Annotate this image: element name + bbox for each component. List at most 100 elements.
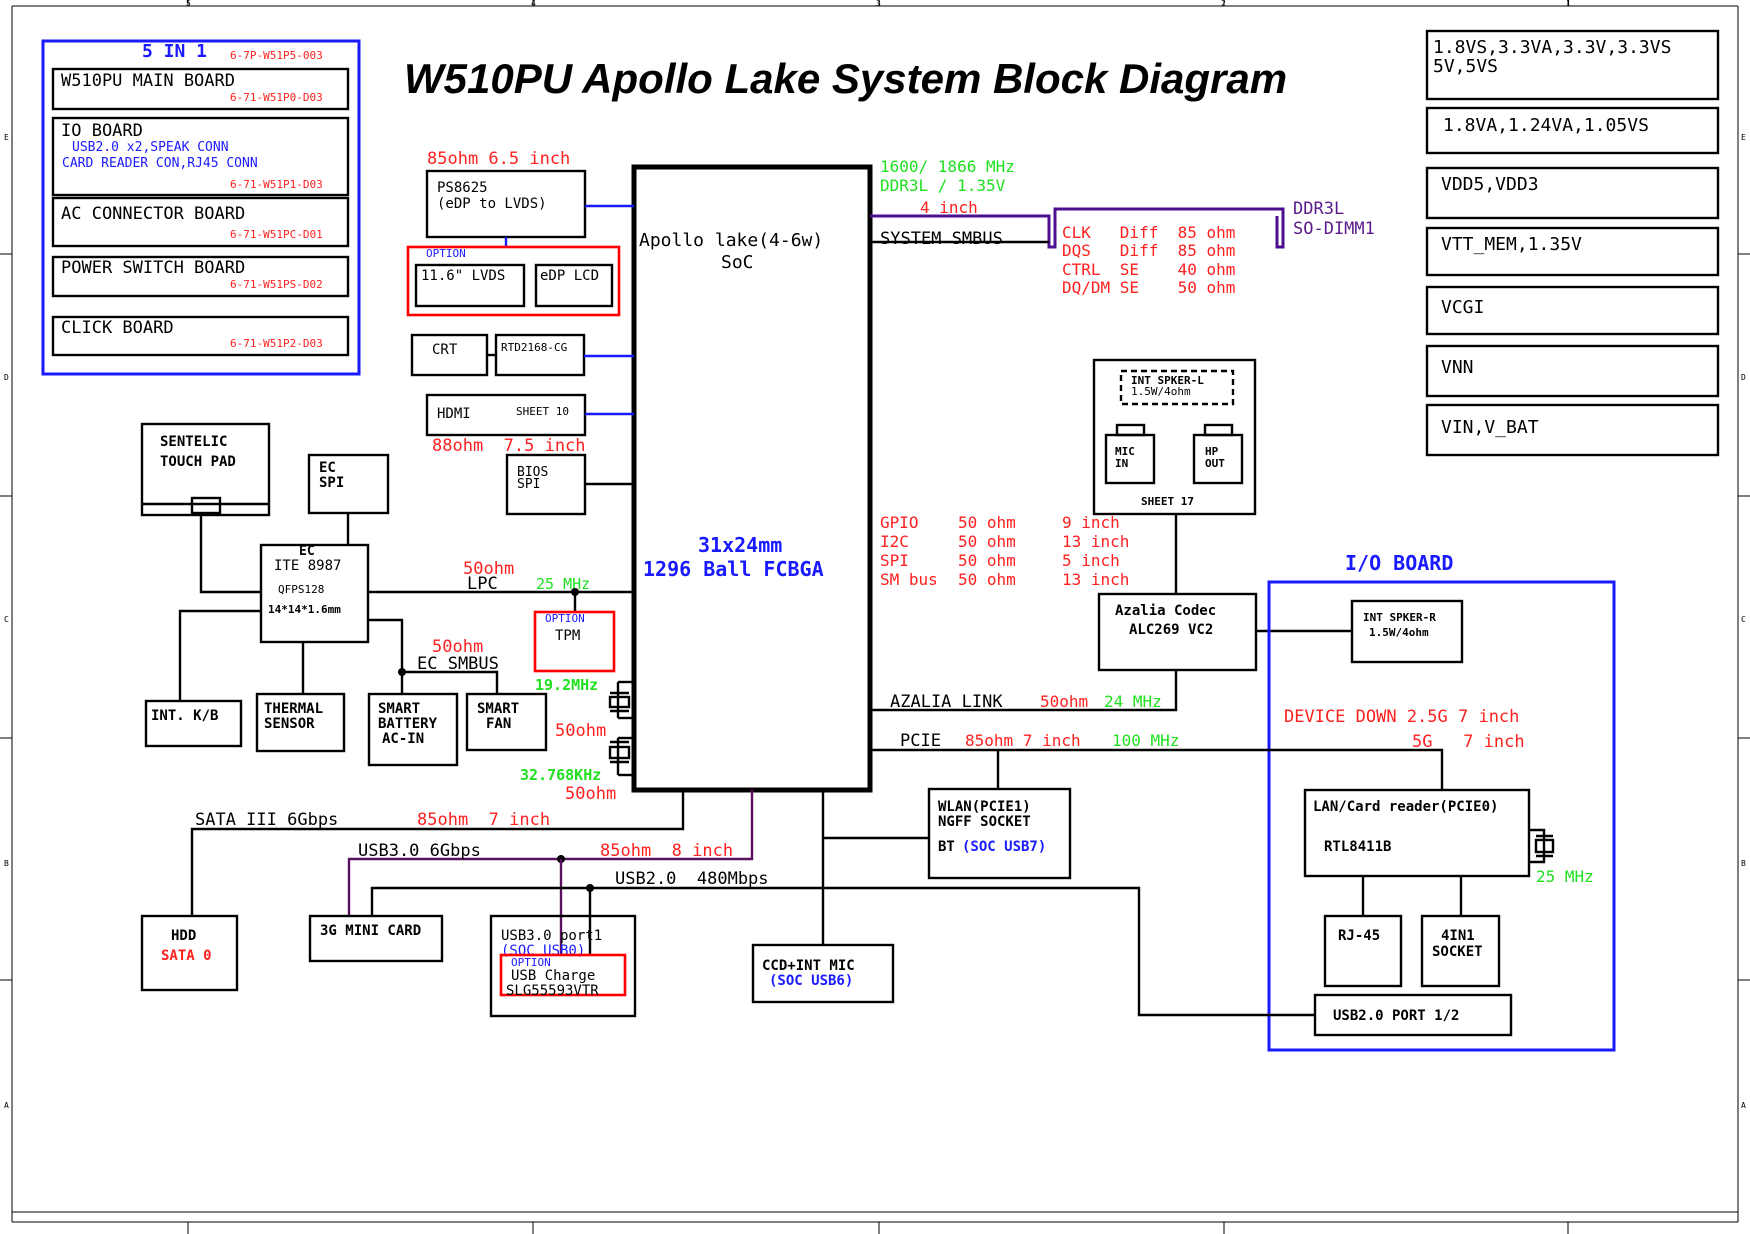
- frame-row-e: E: [4, 133, 9, 142]
- xtal1-impedance: 50ohm: [555, 721, 606, 741]
- card-socket-line2: SOCKET: [1432, 944, 1483, 960]
- gpio-spec-len: 9 inch: [1062, 513, 1120, 532]
- tpm-option: OPTION: [545, 612, 585, 625]
- ddr-length: 4 inch: [920, 198, 978, 217]
- battery-line2: BATTERY: [378, 716, 438, 732]
- battery-line3: AC-IN: [382, 731, 424, 747]
- codec-name: Azalia Codec: [1115, 603, 1216, 619]
- mini-card-block: 3G MINI CARD: [320, 923, 421, 939]
- storage-usb-section: SATA III 6Gbps 85ohm 7 inch USB3.0 6Gbps…: [140, 790, 1315, 1018]
- usb3-label: USB3.0 6Gbps: [358, 841, 481, 861]
- mic-in-line1: MIC: [1115, 445, 1135, 458]
- hdd-sata-port: SATA 0: [161, 948, 212, 964]
- frame-row-c-right: C: [1741, 615, 1746, 624]
- spk-right-line2: 1.5W/4ohm: [1369, 626, 1429, 639]
- frame-col-2: 2: [1221, 0, 1226, 8]
- usb2-label: USB2.0 480Mbps: [615, 869, 769, 889]
- bt-label: BT: [938, 839, 955, 855]
- frame-row-d-right: D: [1741, 373, 1746, 382]
- fan-line2: FAN: [486, 716, 511, 732]
- xtal2-frequency: 32.768KHz: [520, 766, 601, 784]
- hdmi-block: HDMI: [437, 406, 471, 422]
- codec-chip: ALC269 VC2: [1129, 622, 1213, 638]
- usb2-port-block: USB2.0 PORT 1/2: [1333, 1008, 1459, 1024]
- hp-out-line2: OUT: [1205, 457, 1225, 470]
- i2c-spec-name: I2C: [880, 532, 909, 551]
- spk-left-line2: 1.5W/4ohm: [1131, 385, 1191, 398]
- board-io-sub2: CARD READER CON,RJ45 CONN: [62, 156, 258, 171]
- frame-row-c: C: [4, 615, 9, 624]
- soc-subtitle: SoC: [721, 252, 754, 273]
- board-list-header-code: 6-7P-W51P5-003: [230, 49, 323, 62]
- rail-5: VCGI: [1441, 297, 1484, 318]
- device-down-line1: DEVICE DOWN 2.5G 7 inch: [1284, 707, 1519, 727]
- ccd-mic-line1: CCD+INT MIC: [762, 958, 855, 974]
- spi-spec-name: SPI: [880, 551, 909, 570]
- ccd-mic-line2: (SOC USB6): [769, 973, 853, 989]
- ec-section: SENTELIC TOUCH PAD EC SPI EC ITE 8987 QF…: [140, 422, 634, 804]
- thermal-line2: SENSOR: [264, 716, 315, 732]
- lvds-panel: 11.6" LVDS: [421, 268, 505, 284]
- lan-xtal-frequency: 25 MHz: [1536, 867, 1594, 886]
- usb-charge-line1: USB Charge: [511, 968, 595, 984]
- rail-1-line1: 1.8VS,3.3VA,3.3V,3.3VS: [1433, 37, 1671, 58]
- smbus-spec-len: 13 inch: [1062, 570, 1129, 589]
- spk-right-line1: INT SPKER-R: [1363, 611, 1436, 624]
- frame-col-5: 5: [186, 0, 191, 8]
- board-list-panel: 5 IN 1 6-7P-W51P5-003 W510PU MAIN BOARD …: [41, 39, 361, 376]
- system-smbus: SYSTEM SMBUS: [880, 229, 1003, 249]
- fan-line1: SMART: [477, 701, 519, 717]
- lan-name: LAN/Card reader(PCIE0): [1313, 799, 1498, 815]
- lpc-frequency: 25 MHz: [536, 575, 590, 593]
- rail-3: VDD5,VDD3: [1441, 174, 1539, 195]
- bt-usb-port: (SOC USB7): [962, 839, 1046, 855]
- rail-2: 1.8VA,1.24VA,1.05VS: [1443, 115, 1649, 136]
- ec-chip: ITE 8987: [274, 558, 341, 574]
- sata-label: SATA III 6Gbps: [195, 810, 338, 830]
- board-click-code: 6-71-W51P2-D03: [230, 337, 323, 350]
- board-ac-name: AC CONNECTOR BOARD: [61, 204, 245, 224]
- io-board-title: I/O BOARD: [1345, 551, 1453, 575]
- wlan-line1: WLAN(PCIE1): [938, 799, 1031, 815]
- ddr-type: DDR3L / 1.35V: [880, 176, 1006, 195]
- rail-1-line2: 5V,5VS: [1433, 56, 1498, 77]
- board-power-name: POWER SWITCH BOARD: [61, 258, 245, 278]
- card-socket-line1: 4IN1: [1441, 928, 1475, 944]
- frame-row-a: A: [4, 1101, 9, 1110]
- ec-smbus-label: EC SMBUS: [417, 654, 499, 674]
- mem-spec-clk: CLK Diff 85 ohm: [1062, 223, 1235, 242]
- ps8625-trace: 85ohm 6.5 inch: [427, 149, 570, 169]
- ec-spi-line1: EC: [319, 460, 336, 476]
- mic-in-line2: IN: [1115, 457, 1128, 470]
- spk-left-line1: INT SPKER-L: [1131, 374, 1204, 387]
- dimm-type: DDR3L: [1293, 199, 1344, 219]
- power-rails: 1.8VS,3.3VA,3.3V,3.3VS 5V,5VS 1.8VA,1.24…: [1425, 29, 1720, 457]
- frame-row-b: B: [4, 859, 9, 868]
- spi-spec-len: 5 inch: [1062, 551, 1120, 570]
- hdmi-trace: 88ohm 7.5 inch: [432, 436, 586, 456]
- mem-spec-dq: DQ/DM SE 50 ohm: [1062, 278, 1235, 297]
- display-section: 85ohm 6.5 inch PS8625 (eDP to LVDS) OPTI…: [406, 149, 634, 516]
- board-click-name: CLICK BOARD: [61, 318, 174, 338]
- soc-package-size: 31x24mm: [698, 533, 782, 557]
- ec-package: QFPS128: [278, 583, 324, 596]
- board-io-code: 6-71-W51P1-D03: [230, 178, 323, 191]
- ddr-frequency: 1600/ 1866 MHz: [880, 157, 1015, 176]
- rail-6: VNN: [1441, 357, 1474, 378]
- i2c-spec-ohm: 50 ohm: [958, 532, 1016, 551]
- mem-spec-dqs: DQS Diff 85 ohm: [1062, 241, 1235, 260]
- board-main-name: W510PU MAIN BOARD: [61, 71, 235, 91]
- soc-block: Apollo lake(4-6w) SoC 31x24mm 1296 Ball …: [631, 164, 873, 793]
- rtd2168-block: RTD2168-CG: [501, 341, 567, 354]
- wlan-line2: NGFF SOCKET: [938, 814, 1031, 830]
- usb3-port-line1: USB3.0 port1: [501, 928, 602, 944]
- bios-spi-line1: BIOS: [517, 465, 548, 480]
- frame-col-1: 1: [1566, 0, 1571, 8]
- frame-row-d: D: [4, 373, 9, 382]
- lpc-label: LPC: [467, 574, 498, 594]
- ec-title: EC: [299, 544, 315, 559]
- rail-4: VTT_MEM,1.35V: [1441, 234, 1582, 255]
- board-main-code: 6-71-W51P0-D03: [230, 91, 323, 104]
